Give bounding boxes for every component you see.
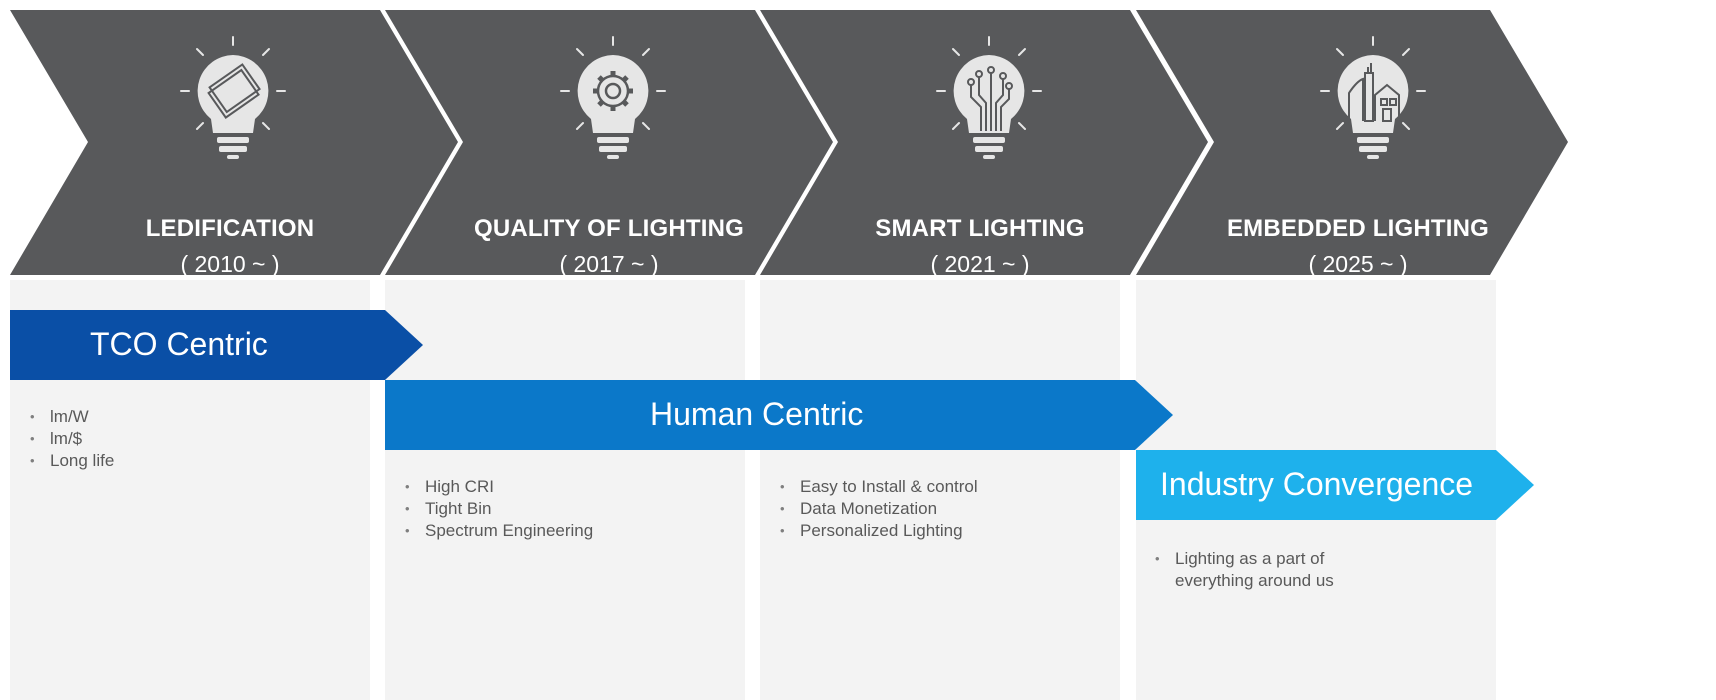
- list-item: Long life: [30, 450, 114, 472]
- stage-year: ( 2010 ~ ): [180, 251, 280, 277]
- stage-title: QUALITY OF LIGHTING: [473, 215, 744, 242]
- tco-bullet-list: lm/W lm/$ Long life: [30, 406, 114, 472]
- list-item: lm/W: [30, 406, 114, 428]
- stage-ledification: LEDIFICATION ( 2010 ~ ): [50, 215, 410, 278]
- list-item-continuation: everything around us: [1175, 571, 1334, 590]
- stage-year: ( 2021 ~ ): [930, 251, 1030, 277]
- stage-quality-of-lighting: QUALITY OF LIGHTING ( 2017 ~ ): [429, 215, 789, 278]
- bulb-chip-icon: [180, 36, 286, 159]
- bulb-gear-icon: [560, 36, 666, 159]
- banner-tco-centric: TCO Centric: [90, 326, 268, 362]
- banner-tco-arrow: [10, 310, 423, 380]
- stage-year: ( 2017 ~ ): [559, 251, 659, 277]
- stage-year: ( 2025 ~ ): [1308, 251, 1408, 277]
- banner-human-centric: Human Centric: [650, 396, 864, 432]
- banner-industry-arrow: [1136, 450, 1534, 520]
- list-item: Tight Bin: [405, 498, 593, 520]
- banner-industry-convergence: Industry Convergence: [1160, 466, 1474, 502]
- list-item: Lighting as a part of: [1155, 548, 1334, 570]
- human-bullet-list: High CRI Tight Bin Spectrum Engineering: [405, 476, 593, 542]
- stage-title: EMBEDDED LIGHTING: [1226, 215, 1490, 242]
- bulb-city-icon: [1320, 36, 1426, 159]
- stage-smart-lighting: SMART LIGHTING ( 2021 ~ ): [800, 215, 1160, 278]
- stage-title: LEDIFICATION: [145, 215, 315, 242]
- list-item: Personalized Lighting: [780, 520, 978, 542]
- list-item: Easy to Install & control: [780, 476, 978, 498]
- list-item: Data Monetization: [780, 498, 978, 520]
- embedded-bullet-list: Lighting as a part of everything around …: [1155, 548, 1334, 592]
- stage-embedded-lighting: EMBEDDED LIGHTING ( 2025 ~ ): [1178, 215, 1538, 278]
- banner-human-arrow: [385, 380, 1173, 450]
- list-item: High CRI: [405, 476, 593, 498]
- stage-title: SMART LIGHTING: [875, 215, 1085, 242]
- bulb-circuit-icon: [936, 36, 1042, 159]
- list-item: lm/$: [30, 428, 114, 450]
- smart-bullet-list: Easy to Install & control Data Monetizat…: [780, 476, 978, 542]
- list-item: Spectrum Engineering: [405, 520, 593, 542]
- chevron-embedded: [1136, 10, 1568, 275]
